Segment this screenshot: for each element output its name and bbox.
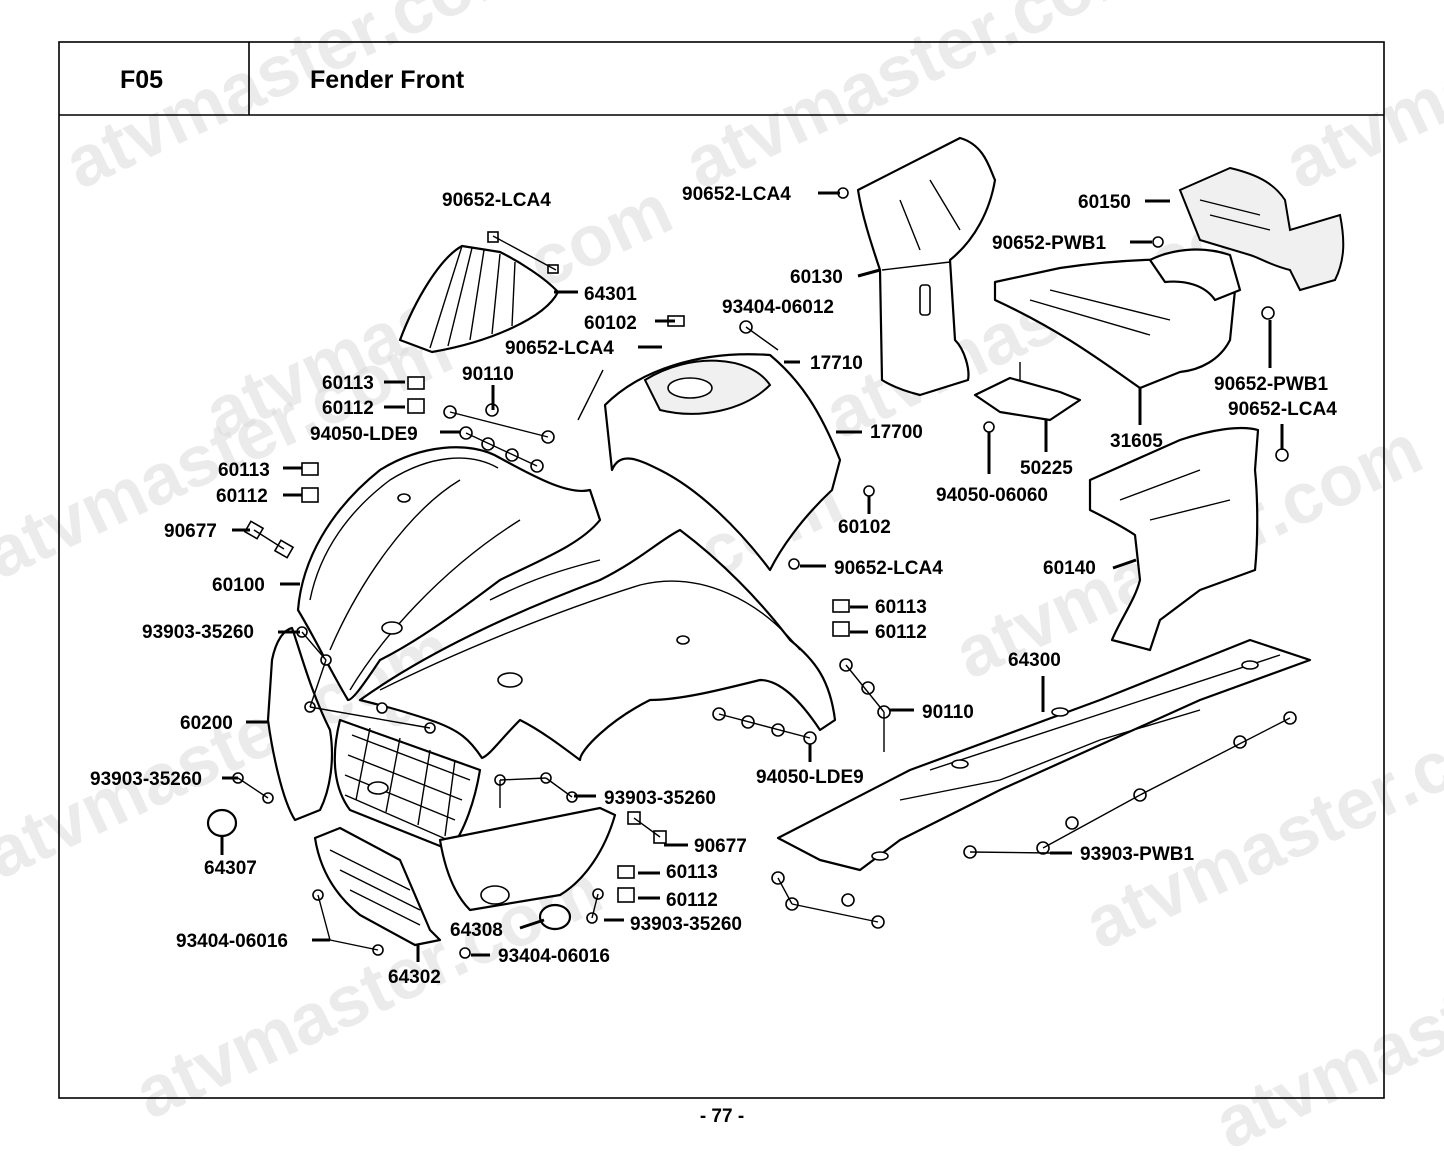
part-main-fender bbox=[358, 528, 837, 762]
callout-93404-06012: 93404-06012 bbox=[722, 297, 834, 318]
callout-64308: 64308 bbox=[450, 920, 503, 941]
callout-93903-35260: 93903-35260 bbox=[142, 622, 254, 643]
callout-60102: 60102 bbox=[584, 313, 637, 334]
part-60130-cover bbox=[856, 136, 997, 397]
callout-90652-lca4: 90652-LCA4 bbox=[505, 338, 614, 359]
callout-60102: 60102 bbox=[838, 517, 891, 538]
part-64300-skid bbox=[776, 638, 1312, 872]
callout-60112: 60112 bbox=[666, 890, 718, 911]
callout-93903-pwb1: 93903-PWB1 bbox=[1080, 844, 1194, 865]
part-64307-lamp bbox=[206, 808, 238, 838]
callout-90652-lca4: 90652-LCA4 bbox=[834, 558, 943, 579]
callout-90677: 90677 bbox=[694, 836, 747, 857]
callout-90652-lca4: 90652-LCA4 bbox=[442, 190, 551, 211]
callout-90110: 90110 bbox=[462, 364, 514, 385]
callout-93903-35260: 93903-35260 bbox=[604, 788, 716, 809]
watermark: atvmaster.com bbox=[1273, 0, 1444, 205]
callout-31605: 31605 bbox=[1110, 431, 1163, 452]
callout-60150: 60150 bbox=[1078, 192, 1131, 213]
callout-60113: 60113 bbox=[322, 373, 374, 394]
part-60100-hood bbox=[296, 446, 602, 702]
leader-lines bbox=[220, 191, 1291, 962]
diagram-frame bbox=[58, 41, 1385, 1099]
callout-90652-lca4: 90652-LCA4 bbox=[682, 184, 791, 205]
callout-64300: 64300 bbox=[1008, 650, 1061, 671]
part-60150-duct bbox=[1178, 166, 1345, 292]
watermark: atvmaster.com bbox=[53, 0, 544, 205]
callout-90652-lca4: 90652-LCA4 bbox=[1228, 399, 1337, 420]
callout-64302: 64302 bbox=[388, 967, 441, 988]
callout-60112: 60112 bbox=[322, 398, 374, 419]
callout-60112: 60112 bbox=[875, 622, 927, 643]
part-50225-bracket bbox=[973, 362, 1082, 422]
callout-60113: 60113 bbox=[875, 597, 927, 618]
callout-90677: 90677 bbox=[164, 521, 217, 542]
callout-64301: 64301 bbox=[584, 284, 637, 305]
callout-93903-35260: 93903-35260 bbox=[630, 914, 742, 935]
callout-17710: 17710 bbox=[810, 353, 863, 374]
callout-90110: 90110 bbox=[922, 702, 974, 723]
callout-93404-06016: 93404-06016 bbox=[176, 931, 288, 952]
callout-90652-pwb1: 90652-PWB1 bbox=[992, 233, 1106, 254]
callout-60113: 60113 bbox=[218, 460, 270, 481]
callout-94050-06060: 94050-06060 bbox=[936, 485, 1048, 506]
section-code: F05 bbox=[120, 66, 163, 94]
callout-50225: 50225 bbox=[1020, 458, 1073, 479]
callout-labels: 90652-LCA4 64301 60102 90652-LCA4 60113 … bbox=[90, 184, 1337, 988]
callout-93404-06016: 93404-06016 bbox=[498, 946, 610, 967]
callout-64307: 64307 bbox=[204, 858, 257, 879]
callout-60140: 60140 bbox=[1043, 558, 1096, 579]
parts-drawing bbox=[206, 136, 1345, 959]
part-64301-visor bbox=[398, 244, 560, 354]
callout-93903-35260: 93903-35260 bbox=[90, 769, 202, 790]
callout-94050-lde9: 94050-LDE9 bbox=[756, 767, 864, 788]
callout-17700: 17700 bbox=[870, 422, 923, 443]
callout-90652-pwb1: 90652-PWB1 bbox=[1214, 374, 1328, 395]
part-64308-lamp bbox=[538, 903, 572, 931]
callout-60113: 60113 bbox=[666, 862, 718, 883]
part-17700-dash bbox=[603, 353, 842, 572]
callout-60130: 60130 bbox=[790, 267, 843, 288]
callout-60200: 60200 bbox=[180, 713, 233, 734]
part-lower-fascia bbox=[438, 806, 617, 912]
page-number: - 77 - bbox=[700, 1106, 744, 1127]
part-31605-tray bbox=[993, 248, 1242, 390]
part-60140-panel bbox=[1088, 426, 1260, 652]
callout-60100: 60100 bbox=[212, 575, 265, 596]
callout-94050-lde9: 94050-LDE9 bbox=[310, 424, 418, 445]
callout-60112: 60112 bbox=[216, 486, 268, 507]
part-64302-guard bbox=[313, 826, 442, 947]
watermark: atvmaster.com bbox=[1203, 879, 1444, 1160]
section-title: Fender Front bbox=[310, 66, 465, 94]
